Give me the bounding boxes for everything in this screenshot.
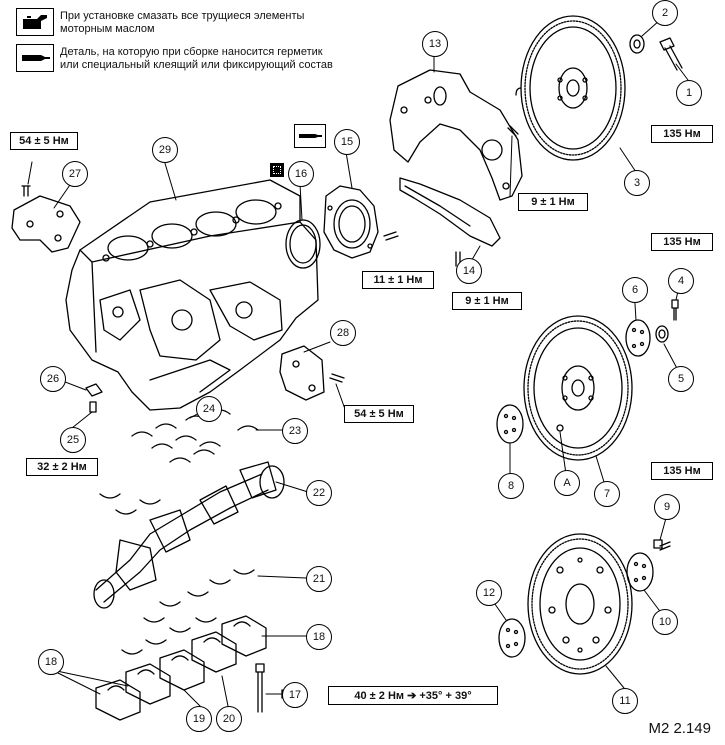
torque-bracket-27: 54 ± 5 Нм (10, 132, 78, 150)
callout-13: 13 (422, 31, 448, 57)
callout-17: 17 (282, 682, 308, 708)
bolt-1 (659, 37, 683, 71)
sealant-tube-icon (16, 44, 54, 72)
cover-14 (399, 177, 501, 247)
legend-sealant-line2: или специальный клеящий или фиксирующий … (60, 59, 333, 71)
rear-cover-plate-13 (389, 69, 523, 201)
bracket-27 (11, 185, 81, 253)
callout-25: 25 (60, 427, 86, 453)
callout-2: 2 (652, 0, 678, 26)
bolt-4 (671, 299, 679, 321)
screw-cover (507, 125, 519, 137)
torque-cover-14: 9 ± 1 Нм (452, 292, 522, 310)
upper-bearing-shells (131, 409, 259, 463)
flywheel-7 (523, 315, 633, 461)
crankshaft-22 (93, 461, 285, 609)
legend-sealant-line1: Деталь, на которую при сборке наносится … (60, 46, 323, 58)
flywheel-3 (515, 15, 626, 161)
fitting-26 (85, 383, 103, 413)
callout-18-right: 18 (306, 624, 332, 650)
bearing-2 (629, 34, 645, 54)
callout-16: 16 (288, 161, 314, 187)
callout-23: 23 (282, 418, 308, 444)
callout-15: 15 (334, 129, 360, 155)
bearing-5 (655, 325, 669, 343)
callout-4: 4 (668, 268, 694, 294)
callout-12: 12 (476, 580, 502, 606)
legend-oil-line1: При установке смазать все трущиеся элеме… (60, 10, 305, 22)
oil-marker-16 (270, 163, 284, 177)
callout-19: 19 (186, 706, 212, 732)
callout-27: 27 (62, 161, 88, 187)
callout-24: 24 (196, 396, 222, 422)
torque-bolt-9: 135 Нм (651, 462, 713, 480)
callout-28: 28 (330, 320, 356, 346)
bracket-28 (279, 345, 345, 401)
callout-11: 11 (612, 688, 638, 714)
callout-A: A (554, 470, 580, 496)
callout-9: 9 (654, 494, 680, 520)
callout-26: 26 (40, 366, 66, 392)
callout-22: 22 (306, 480, 332, 506)
callout-8: 8 (498, 473, 524, 499)
callout-14: 14 (456, 258, 482, 284)
torque-bracket-28: 54 ± 5 Нм (344, 405, 414, 423)
callout-10: 10 (652, 609, 678, 635)
callout-6: 6 (622, 277, 648, 303)
callout-5: 5 (668, 366, 694, 392)
callout-3: 3 (624, 170, 650, 196)
plate-12 (498, 618, 526, 658)
plate-6 (625, 319, 651, 357)
callout-29: 29 (152, 137, 178, 163)
callout-7: 7 (594, 481, 620, 507)
oil-can-icon (16, 8, 54, 36)
screw-15 (383, 231, 399, 241)
drive-plate-11 (527, 533, 633, 675)
torque-bolt-4: 135 Нм (651, 233, 713, 251)
torque-rear-cover: 9 ± 1 Нм (518, 193, 588, 211)
sealant-tube-icon-15 (294, 124, 326, 148)
plate-8 (496, 404, 524, 444)
oil-seal-16 (285, 219, 321, 269)
callout-21: 21 (306, 566, 332, 592)
legend-oil-line2: моторным маслом (60, 23, 155, 35)
torque-bolt-17: 40 ± 2 Нм ➔ +35° + 39° (328, 686, 498, 705)
plate-10 (626, 552, 654, 592)
callout-20: 20 (216, 706, 242, 732)
figure-code: M2 2.149 (648, 720, 711, 737)
torque-fitting-25: 32 ± 2 Нм (26, 458, 98, 476)
bolt-9 (653, 539, 671, 551)
engine-block-29 (65, 179, 319, 411)
callout-1: 1 (676, 80, 702, 106)
bolt-17 (255, 663, 265, 713)
leader-lines (27, 19, 689, 707)
lower-bearing-shells (99, 493, 255, 655)
torque-seal-housing-15: 11 ± 1 Нм (362, 271, 434, 289)
callout-18-left: 18 (38, 649, 64, 675)
main-bearing-caps (95, 615, 267, 721)
seal-housing-15 (323, 185, 379, 259)
torque-bolt-1: 135 Нм (651, 125, 713, 143)
